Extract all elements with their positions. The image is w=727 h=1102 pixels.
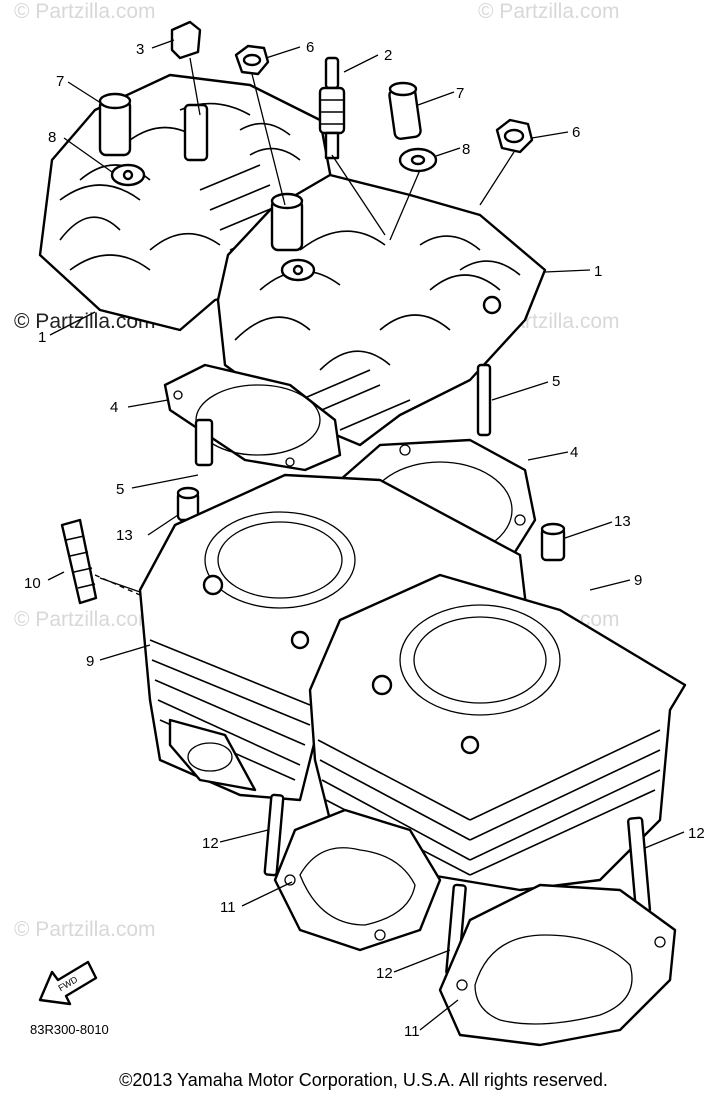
callout-10: 10	[24, 575, 41, 592]
callout-3: 3	[136, 41, 144, 58]
callout-6: 6	[572, 124, 580, 141]
callout-4: 4	[570, 444, 578, 461]
diagram-code: 83R300-8010	[30, 1022, 109, 1037]
callout-1: 1	[594, 263, 602, 280]
watermark: © Partzilla.com	[14, 918, 156, 941]
callout-12: 12	[376, 965, 393, 982]
watermark: © Partzilla.com	[14, 0, 156, 23]
head-gasket-left	[163, 363, 342, 472]
sleeve-7-right	[388, 81, 422, 140]
copyright-notice: ©2013 Yamaha Motor Corporation, U.S.A. A…	[119, 1070, 608, 1090]
stud-13-left	[176, 486, 200, 522]
callout-9: 9	[86, 653, 94, 670]
spark-plug	[318, 56, 346, 160]
cap-3	[170, 20, 202, 60]
callout-12: 12	[202, 835, 219, 852]
stud-12-left	[263, 793, 285, 877]
callout-11: 11	[220, 899, 236, 916]
callout-6: 6	[306, 39, 314, 56]
washer-8-right	[398, 147, 438, 173]
callout-4: 4	[110, 399, 118, 416]
dowel-5-right	[476, 363, 492, 437]
callout-9: 9	[634, 572, 642, 589]
part-10-block	[60, 518, 98, 605]
callout-1: 1	[38, 329, 46, 346]
base-gasket-left	[273, 808, 442, 952]
nut-6-left	[234, 44, 270, 76]
nut-6-right	[495, 118, 534, 154]
cylinder-head-right	[216, 173, 547, 447]
callout-7: 7	[56, 73, 64, 90]
base-gasket-right	[438, 883, 677, 1047]
callout-5: 5	[552, 373, 560, 390]
leader-lines	[47, 39, 685, 1031]
callout-8: 8	[48, 129, 56, 146]
watermark: © Partzilla.com	[478, 0, 620, 23]
callout-13: 13	[614, 513, 631, 530]
dowel-5-left	[194, 418, 214, 467]
stud-13-right	[540, 522, 566, 562]
callout-8: 8	[462, 141, 470, 158]
fwd-arrow-icon: FWD	[38, 960, 98, 1006]
callout-11: 11	[404, 1023, 420, 1040]
callout-13: 13	[116, 527, 133, 544]
callout-2: 2	[384, 47, 392, 64]
callout-12: 12	[688, 825, 705, 842]
callout-5: 5	[116, 481, 124, 498]
watermark: © Partzilla.com	[14, 608, 156, 631]
callout-7: 7	[456, 85, 464, 102]
